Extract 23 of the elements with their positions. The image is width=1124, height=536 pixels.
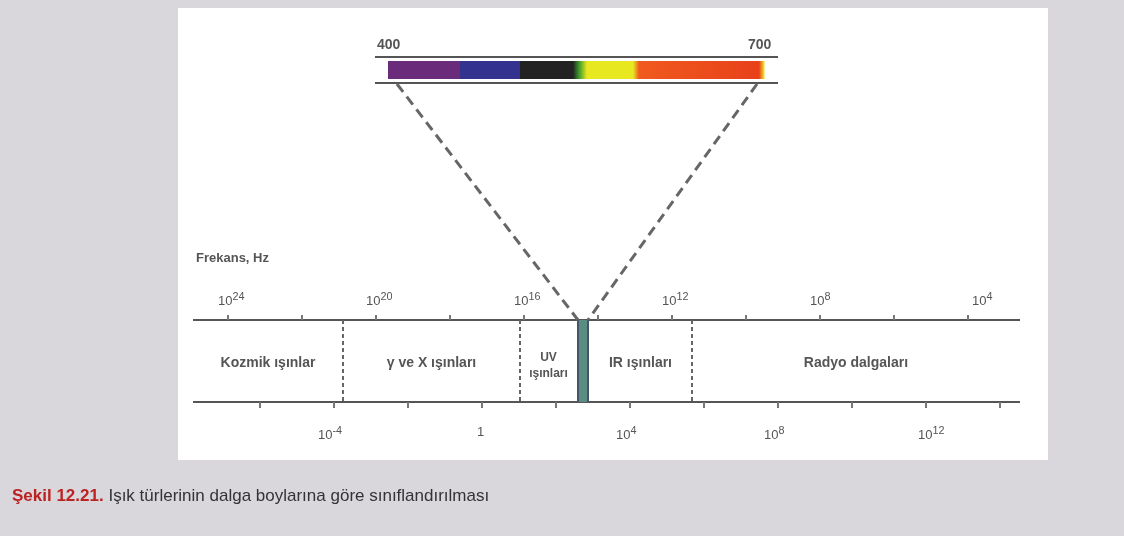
spectrum-region: UV ışınları: [522, 330, 575, 400]
tick-label: 1: [477, 424, 485, 439]
tick-label: 10$^{12}$: [662, 290, 689, 309]
tick-label: 10$^{12}$: [918, 424, 945, 443]
figure-caption: Şekil 12.21. Işık türlerinin dalga boylarına göre sınıflandırılması: [12, 486, 490, 506]
dashed-projection-line: [586, 83, 759, 321]
tick-label: 10$^{4}$: [616, 424, 637, 443]
spectrum-region: Radyo dalgaları: [694, 330, 1018, 394]
dashed-projection-line: [395, 83, 580, 321]
spectrum-region: Kozmik ışınlar: [195, 330, 341, 394]
tick-label: 10$^{8}$: [764, 424, 785, 443]
tick-label: 10$^{4}$: [972, 290, 993, 309]
tick-label: 10$^{20}$: [366, 290, 393, 309]
spectrum-region: IR ışınları: [591, 330, 690, 394]
wavelength-value: 400: [377, 36, 401, 52]
tick-label: 10$^{16}$: [514, 290, 541, 309]
tick-label: 10$^{-4}$: [318, 424, 343, 443]
tick-label: 10$^{8}$: [810, 290, 831, 309]
spectrum-region: γ ve X ışınları: [345, 330, 518, 394]
wavelength-value: 700: [748, 36, 772, 52]
tick-label: 10$^{24}$: [218, 290, 245, 309]
visible-light-strip: [577, 320, 589, 402]
axis-title: Frekans, Hz: [196, 250, 269, 265]
